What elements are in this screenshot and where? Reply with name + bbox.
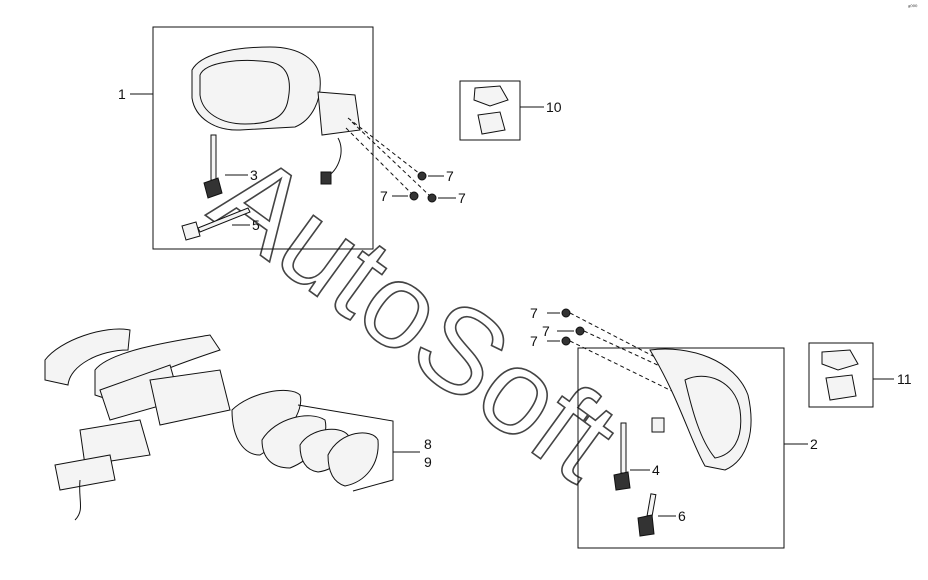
- mirror-housing-right: [649, 348, 752, 471]
- callout-7-c: 7: [458, 190, 466, 206]
- exploded-mirror-parts: [44, 328, 379, 521]
- callout-3: 3: [250, 167, 258, 183]
- adjuster-rod-6: [637, 493, 657, 537]
- callout-4: 4: [652, 462, 660, 478]
- clip-part-11: [821, 349, 859, 401]
- adjuster-rod-5: [181, 207, 251, 241]
- callout-7-d: 7: [530, 305, 538, 321]
- clip-box-10: [459, 80, 521, 141]
- callout-6: 6: [678, 508, 686, 524]
- adjuster-rod-4: [613, 422, 631, 491]
- callout-7-e: 7: [542, 323, 550, 339]
- callout-7-b: 7: [380, 188, 388, 204]
- clip-part-10: [473, 85, 509, 135]
- callout-7-a: 7: [446, 168, 454, 184]
- callout-11: 11: [897, 371, 912, 387]
- callout-5: 5: [252, 217, 260, 233]
- callout-9: 9: [424, 454, 432, 470]
- clip-box-11: [808, 342, 874, 408]
- assembly-box-1: [152, 26, 374, 250]
- corner-mark: ᵃ⁰⁰⁰: [908, 4, 918, 11]
- assembly-box-2: [577, 347, 785, 549]
- callout-7-f: 7: [530, 333, 538, 349]
- group-bracket-8-9: [297, 404, 394, 492]
- mirror-housing-left: [191, 46, 361, 185]
- callout-8: 8: [424, 436, 432, 452]
- callout-2: 2: [810, 436, 818, 452]
- adjuster-rod-3: [203, 134, 223, 199]
- callout-1: 1: [118, 86, 126, 102]
- callout-10: 10: [546, 99, 562, 115]
